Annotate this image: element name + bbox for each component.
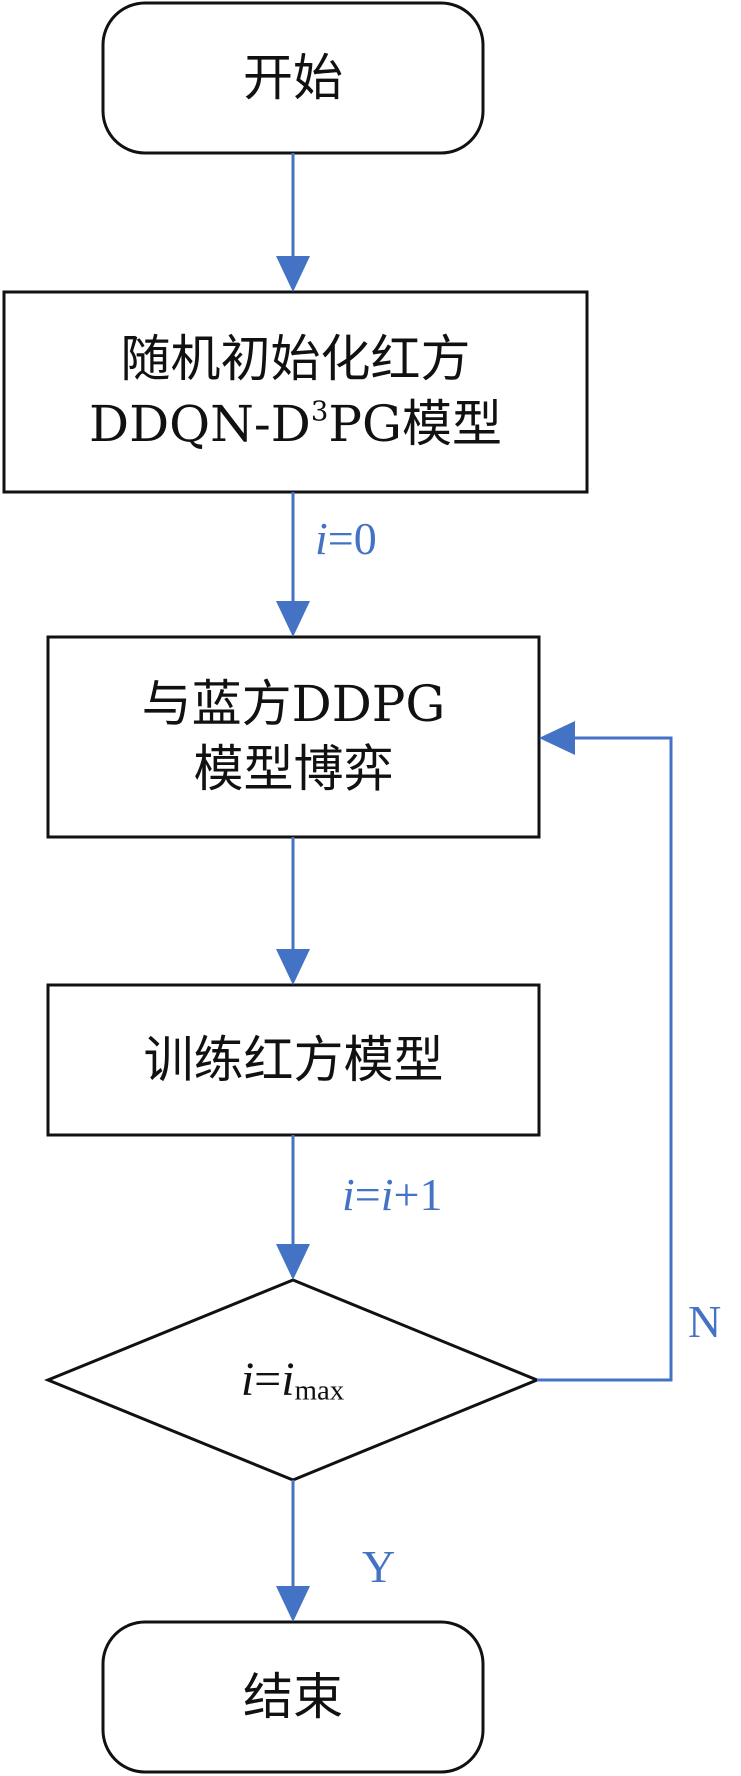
edge-label-yes: Y [362, 1540, 395, 1593]
game-label: 与蓝方DDPG 模型博弈 [48, 637, 539, 837]
init-label: 随机初始化红方 DDQN-D3PG模型 [4, 292, 587, 492]
edge-label-init-rest: =0 [327, 513, 377, 564]
edge-label-init-var: i [315, 513, 328, 564]
init-line-2a: DDQN-D [89, 395, 311, 453]
init-line-2: DDQN-D3PG模型 [89, 392, 502, 457]
start-text: 开始 [243, 48, 343, 107]
start-label: 开始 [103, 3, 483, 153]
edge-label-inc-var1: i [342, 1169, 355, 1220]
train-text: 训练红方模型 [143, 1030, 444, 1089]
arrow-no-loop-back [537, 721, 673, 1382]
game-process-box [46, 635, 541, 839]
train-process-box [46, 983, 541, 1137]
edge-label-inc-var2: i [380, 1169, 394, 1220]
end-label: 结束 [103, 1622, 483, 1772]
arrow-decision-to-end [276, 1480, 310, 1622]
init-process-box [2, 290, 589, 494]
edge-label-no-text: N [688, 1296, 722, 1347]
decision-subscript: max [294, 1374, 345, 1407]
train-label: 训练红方模型 [48, 985, 539, 1135]
init-line-2b: PG模型 [328, 395, 502, 453]
arrow-init-to-game [276, 492, 310, 637]
game-line-1: 与蓝方DDPG [141, 675, 446, 733]
decision-var: i [240, 1352, 255, 1406]
end-text: 结束 [243, 1667, 343, 1726]
decision-label: i=imax [48, 1280, 537, 1480]
edge-label-inc-eq: = [354, 1169, 381, 1220]
edge-label-increment: i=i+1 [342, 1168, 442, 1221]
arrow-start-to-init [276, 153, 310, 292]
edge-label-yes-text: Y [362, 1541, 396, 1592]
init-line-2-superscript: 3 [310, 395, 329, 428]
arrow-game-to-train [276, 837, 310, 985]
init-line-1: 随机初始化红方 [120, 330, 471, 388]
edge-label-inc-rest: +1 [393, 1169, 443, 1220]
game-line-2: 模型博弈 [193, 740, 394, 798]
decision-var2: i [281, 1352, 295, 1406]
edge-label-init: i=0 [315, 512, 377, 565]
edge-label-no: N [688, 1295, 721, 1348]
decision-equals: = [254, 1352, 282, 1406]
arrow-train-to-decision [276, 1135, 310, 1280]
